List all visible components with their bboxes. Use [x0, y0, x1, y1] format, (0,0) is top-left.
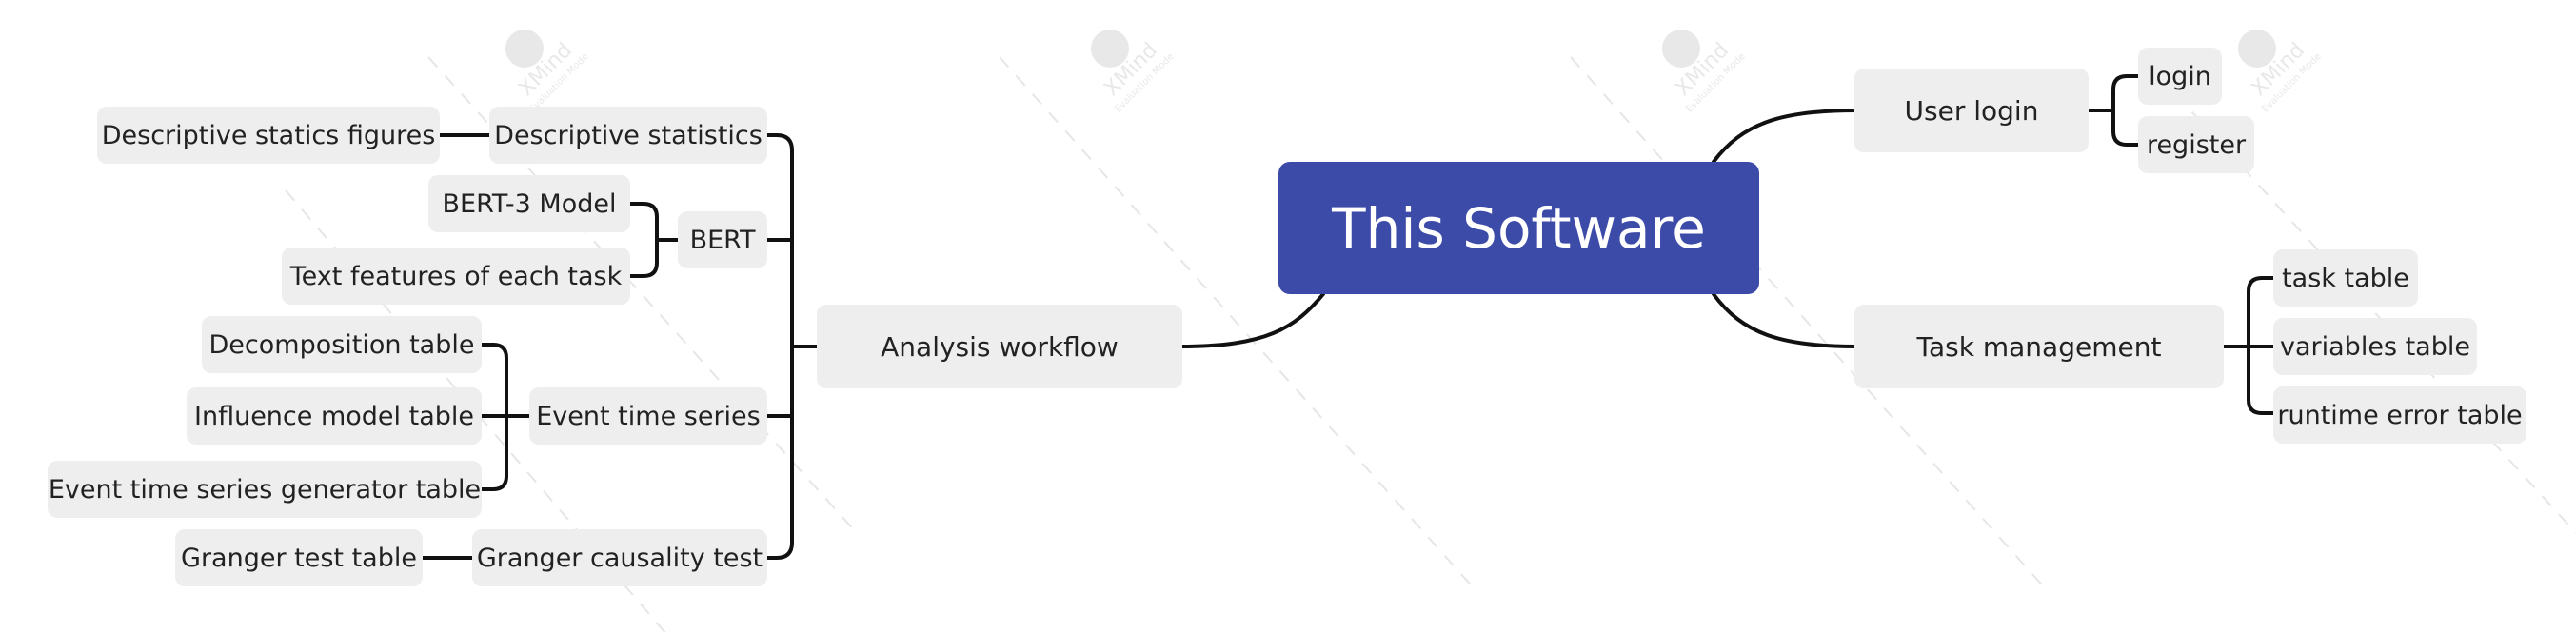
- subtopic-event-time-series-generator-table[interactable]: Event time series generator table: [48, 461, 482, 518]
- subtopic-decomposition-table[interactable]: Decomposition table: [202, 316, 482, 373]
- watermark-line: [1570, 56, 2048, 591]
- central-topic[interactable]: This Software: [1278, 162, 1759, 294]
- subtopic-register[interactable]: register: [2138, 116, 2254, 173]
- subtopic-descriptive-statistics[interactable]: Descriptive statistics: [489, 107, 767, 164]
- watermark-line: [999, 56, 1476, 591]
- subtopic-descriptive-statics-figures[interactable]: Descriptive statics figures: [97, 107, 440, 164]
- subtopic-influence-model-table[interactable]: Influence model table: [187, 387, 482, 445]
- subtopic-event-time-series[interactable]: Event time series: [529, 387, 767, 445]
- subtopic-runtime-error-table[interactable]: runtime error table: [2273, 386, 2526, 444]
- subtopic-variables-table[interactable]: variables table: [2273, 318, 2477, 375]
- subtopic-granger-test-table[interactable]: Granger test table: [175, 529, 423, 586]
- topic-analysis-workflow[interactable]: Analysis workflow: [817, 305, 1182, 388]
- subtopic-granger-causality-test[interactable]: Granger causality test: [472, 529, 767, 586]
- topic-task-management[interactable]: Task management: [1854, 305, 2224, 388]
- topic-user-login[interactable]: User login: [1854, 69, 2089, 152]
- subtopic-text-features[interactable]: Text features of each task: [282, 248, 630, 305]
- subtopic-task-table[interactable]: task table: [2273, 249, 2418, 307]
- subtopic-bert-3-model[interactable]: BERT-3 Model: [428, 175, 630, 232]
- subtopic-bert[interactable]: BERT: [678, 211, 767, 268]
- subtopic-login[interactable]: login: [2138, 48, 2222, 105]
